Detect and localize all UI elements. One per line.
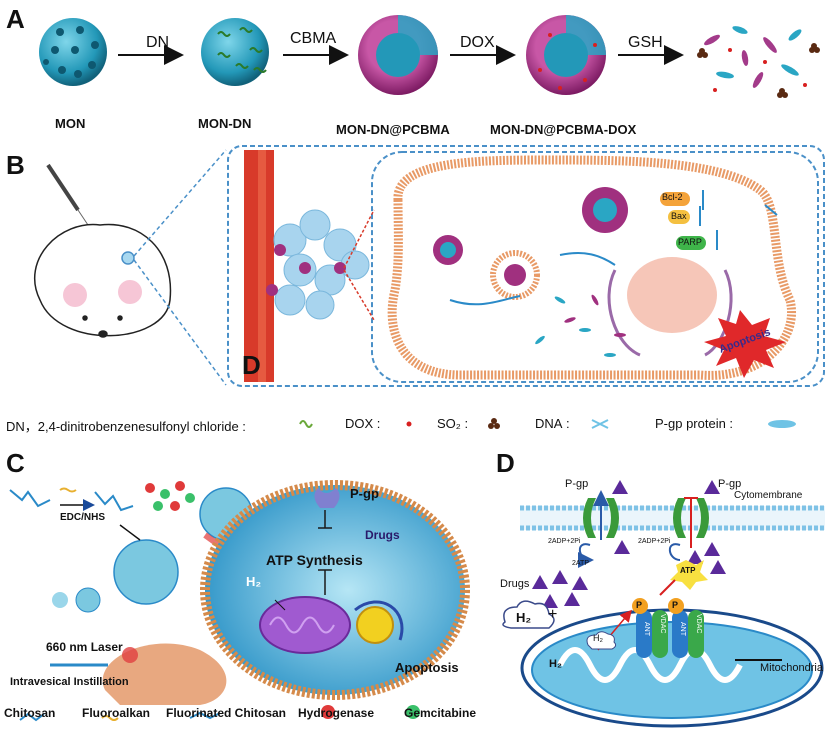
legend-so2: SO₂ : xyxy=(437,416,469,431)
label-atp-synthesis: ATP Synthesis xyxy=(266,552,363,568)
label-pgp-d-right: P-gp xyxy=(718,478,742,490)
label-cytomembrane: Cytomembrane xyxy=(734,490,803,501)
legend-chitosan: Chitosan xyxy=(4,706,56,720)
label-p-right: P xyxy=(672,600,679,610)
panel-label-d: D xyxy=(496,448,515,478)
label-plus: + xyxy=(548,606,558,623)
label-ant-right: ANT xyxy=(679,622,686,636)
mon-particle xyxy=(39,18,107,86)
label-h2-small: H₂ xyxy=(593,633,603,643)
legend-pgp: P-gp protein : xyxy=(655,416,734,431)
legend-hydrogenase: Hydrogenase xyxy=(298,706,375,720)
label-intravesical: Intravesical Instillation xyxy=(10,676,129,688)
label-adp-left: 2ADP+2Pi xyxy=(548,538,581,545)
step-cbma: CBMA xyxy=(290,30,337,47)
step-dox: DOX xyxy=(460,34,495,51)
stage-mon-dn: MON-DN xyxy=(198,116,252,131)
marker-bcl2: Bcl-2 xyxy=(662,192,683,202)
mon-dn-pcbma-particle xyxy=(358,15,438,95)
label-pgp-d-left: P-gp xyxy=(565,478,589,490)
label-edc-nhs: EDC/NHS xyxy=(60,512,106,523)
label-atp-left: 2ATP xyxy=(572,560,589,567)
panel-c-graphics xyxy=(9,480,470,722)
label-laser: 660 nm Laser xyxy=(46,640,123,654)
degraded-fragments xyxy=(697,26,820,98)
stage-mon-dn-pcbma: MON-DN@PCBMA xyxy=(336,122,450,137)
cytomembrane-bilayer xyxy=(520,505,825,531)
legend-dn: DN，2,4-dinitrobenzenesulfonyl chloride : xyxy=(6,419,246,434)
step-gsh: GSH xyxy=(628,34,663,51)
step-dn: DN xyxy=(146,34,170,51)
mon-dn-particle xyxy=(201,18,269,86)
panel-b-graphics xyxy=(33,145,825,429)
panel-label-c: C xyxy=(6,448,25,478)
label-drugs-d: Drugs xyxy=(500,578,530,590)
legend-gemcitabine: Gemcitabine xyxy=(404,706,477,720)
label-pgp-c: P-gp xyxy=(350,486,379,501)
panel-label-b: B xyxy=(6,150,25,180)
label-mitochondria: Mitochondria xyxy=(760,662,823,674)
marker-parp: PARP xyxy=(678,237,702,247)
reagent-spheres xyxy=(145,481,195,511)
label-p-left: P xyxy=(636,600,643,610)
legend-dox: DOX : xyxy=(345,416,381,431)
label-drugs-c: Drugs xyxy=(365,528,400,542)
label-adp-right: 2ADP+2Pi xyxy=(638,538,671,545)
label-h2-cloud: H₂ xyxy=(516,610,532,625)
stage-mon: MON xyxy=(55,116,86,131)
marker-bax: Bax xyxy=(671,211,687,221)
label-h2-c: H₂ xyxy=(246,574,262,589)
label-vdac-right: VDAC xyxy=(695,614,702,634)
panel-a-graphics xyxy=(39,15,820,98)
legend-fluorinated-chitosan: Fluorinated Chitosan xyxy=(166,706,286,720)
mon-dn-pcbma-dox-particle xyxy=(526,15,606,95)
legend-fluoroalkan: Fluoroalkan xyxy=(82,706,151,720)
label-vdac-left: VDAC xyxy=(659,614,666,634)
label-h2-bottom: H₂ xyxy=(549,658,562,670)
label-atp-burst: ATP xyxy=(680,566,696,575)
legend-dna: DNA : xyxy=(535,416,570,431)
stage-mon-dn-pcbma-dox: MON-DN@PCBMA-DOX xyxy=(490,122,637,137)
mouse-illustration xyxy=(33,163,172,338)
label-apoptosis-c: Apoptosis xyxy=(395,660,459,675)
panel-label-a: A xyxy=(6,4,25,34)
panel-b-inset-label: D xyxy=(242,350,261,380)
label-ant-left: ANT xyxy=(643,622,650,636)
